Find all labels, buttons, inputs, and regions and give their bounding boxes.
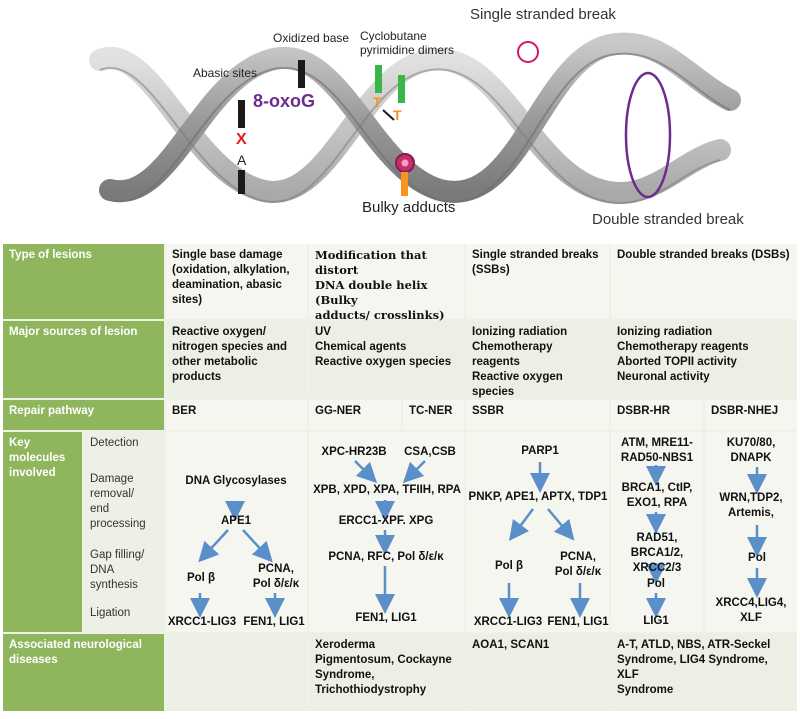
- pathway-ssbr: SSBR: [466, 400, 609, 430]
- ber-xrcc1-lig3: XRCC1-LIG3: [167, 616, 237, 628]
- row-header-diseases: Associated neurological diseases: [3, 634, 164, 711]
- ner-csa-csb: CSA,CSB: [404, 446, 456, 458]
- abasic-bar-bottom: [238, 170, 245, 194]
- helix-edge-back: [99, 66, 721, 205]
- disease-bulky: Xeroderma Pigmentosum, Cockayne Syndrome…: [309, 634, 464, 711]
- nhej-wrn: WRN,TDP2, Artemis,: [719, 492, 783, 519]
- pathway-ber: BER: [166, 400, 307, 430]
- source-bulky: UV Chemical agents Reactive oxygen speci…: [309, 321, 464, 398]
- arrow-ssbr-3: [547, 508, 575, 541]
- label-cyclobutane: Cyclobutane pyrimidine dimers: [360, 29, 455, 57]
- label-double-stranded-break: Double stranded break: [592, 211, 744, 228]
- row-header-key-molecules: Key molecules involved: [3, 432, 82, 632]
- disease-ssb: AOA1, SCAN1: [466, 634, 609, 711]
- ner-pcna-rfc: PCNA, RFC, Pol δ/ε/κ: [328, 551, 444, 563]
- dimer-bar-left: [375, 65, 382, 93]
- arrow-ber-3: [242, 529, 273, 563]
- ssb-circle: [517, 41, 539, 63]
- ner-xpb-group: XPB, XPD, XPA, TFIIH, RPA: [313, 484, 461, 496]
- label-bulky-adducts: Bulky adducts: [362, 199, 456, 216]
- ssbr-pnkp-group: PNKP, APE1, APTX, TDP1: [468, 491, 608, 503]
- disease-single-base: [166, 634, 307, 711]
- ner-fen1-lig1: FEN1, LIG1: [355, 612, 417, 624]
- hr-pol: Pol: [647, 578, 665, 590]
- lesion-single-base: Single base damage (oxidation, alkylatio…: [166, 244, 307, 319]
- label-oxidized-base: Oxidized base: [273, 31, 350, 45]
- lesion-ssb: Single stranded breaks (SSBs): [466, 244, 609, 319]
- ber-glycosylases: DNA Glycosylases: [185, 475, 287, 487]
- label-x-mark: X: [236, 131, 247, 148]
- helix-edge-front: [109, 52, 731, 203]
- ber-fen1-lig1: FEN1, LIG1: [243, 616, 305, 628]
- disease-dsb: A-T, ATLD, NBS, ATR-Seckel Syndrome, LIG…: [611, 634, 797, 711]
- substep-ligation: Ligation: [84, 602, 164, 632]
- hr-lig1: LIG1: [643, 615, 669, 627]
- bulky-adduct-stem: [401, 172, 408, 196]
- arrow-ber-2: [198, 529, 229, 563]
- label-a-mark: A: [237, 152, 247, 168]
- ssbr-pcna: PCNA, Pol δ/ε/κ: [554, 551, 602, 578]
- row-header-type-of-lesions: Type of lesions: [3, 244, 164, 319]
- nhej-ku70-80: KU70/80, DNAPK: [726, 437, 776, 464]
- label-abasic-sites: Abasic sites: [193, 66, 258, 80]
- source-dsb: Ionizing radiation Chemotherapy reagents…: [611, 321, 797, 398]
- ssbr-pol-beta: Pol β: [494, 560, 524, 572]
- dimer-bar-right: [398, 75, 405, 103]
- substep-gap-filling: Gap filling/ DNA synthesis: [84, 544, 164, 600]
- pathway-gg-ner: GG-NER: [309, 400, 401, 430]
- arrow-ner-1: [354, 460, 378, 484]
- substep-detection: Detection: [84, 432, 164, 466]
- ner-ercc1-xpf: ERCC1-XPF. XPG: [338, 515, 434, 527]
- nhej-xrcc4-lig4: XRCC4,LIG4, XLF: [715, 597, 787, 624]
- ssbr-xrcc1-lig3: XRCC1-LIG3: [473, 616, 543, 628]
- source-single-base: Reactive oxygen/ nitrogen species and ot…: [166, 321, 307, 398]
- pathway-tc-ner: TC-NER: [403, 400, 464, 430]
- lesion-dsb: Double stranded breaks (DSBs): [611, 244, 797, 319]
- helix-strand-front: [99, 32, 741, 203]
- ber-ape1: APE1: [220, 515, 252, 527]
- row-header-repair-pathway: Repair pathway: [3, 400, 164, 430]
- dna-damage-illustration: [89, 32, 741, 205]
- pathway-dsbr-hr: DSBR-HR: [611, 400, 703, 430]
- molecules-nhej-area: [705, 432, 797, 632]
- label-8-oxog: 8-oxoG: [253, 91, 316, 111]
- nhej-pol: Pol: [748, 552, 766, 564]
- ner-xpc-hr23b: XPC-HR23B: [321, 446, 387, 458]
- dimer-link: [382, 109, 395, 121]
- arrow-ner-2: [402, 460, 426, 484]
- row-header-major-sources: Major sources of lesion: [3, 321, 164, 398]
- lesion-bulky: Modification that distort DNA double hel…: [309, 244, 464, 322]
- oxidized-base-bar: [298, 60, 305, 88]
- hr-atm-mre11: ATM, MRE11- RAD50-NBS1: [620, 437, 694, 464]
- ber-pcna: PCNA, Pol δ/ε/κ: [252, 563, 300, 590]
- hr-rad51: RAD51, BRCA1/2, XRCC2/3: [630, 532, 684, 574]
- label-t2-mark: T: [393, 107, 402, 123]
- bulky-adduct-center: [401, 159, 409, 167]
- label-single-stranded-break: Single stranded break: [470, 6, 616, 23]
- label-t1-mark: T: [373, 94, 382, 110]
- abasic-bar-top: [238, 100, 245, 128]
- ssbr-fen1-lig1: FEN1, LIG1: [547, 616, 609, 628]
- dsb-ellipse: [624, 71, 672, 199]
- pathway-dsbr-nhej: DSBR-NHEJ: [705, 400, 797, 430]
- ber-pol-beta: Pol β: [186, 572, 216, 584]
- hr-brca1-ctip: BRCA1, CtIP, EXO1, RPA: [621, 482, 693, 509]
- substep-damage-removal: Damage removal/ end processing: [84, 468, 164, 542]
- ssbr-parp1: PARP1: [521, 445, 559, 457]
- arrow-ssbr-2: [509, 508, 534, 541]
